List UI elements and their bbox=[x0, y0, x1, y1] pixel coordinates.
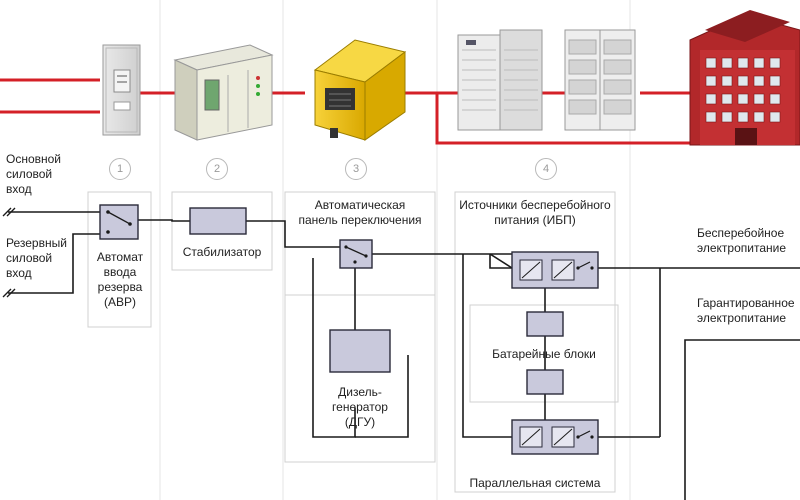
step-number-4: 4 bbox=[535, 158, 557, 180]
transfer-switch-module bbox=[339, 239, 373, 269]
wiring bbox=[8, 211, 800, 500]
building-icon bbox=[689, 10, 800, 146]
ups-module-top bbox=[511, 251, 599, 289]
red-power-lines bbox=[0, 78, 800, 145]
avr-switch-module bbox=[99, 204, 139, 240]
cabinet-icon bbox=[102, 44, 141, 136]
generator-icon bbox=[313, 39, 407, 141]
step-number-3: 3 bbox=[345, 158, 367, 180]
input-markers bbox=[2, 207, 16, 298]
parallel-system-label: Параллельная система bbox=[469, 476, 601, 490]
block-outlines bbox=[87, 191, 619, 493]
battery-rack-icon bbox=[564, 29, 636, 131]
stabilizer-label: Стабилизатор bbox=[182, 245, 262, 259]
step-number-1: 1 bbox=[109, 158, 131, 180]
ups-module-bottom bbox=[511, 419, 599, 455]
stabilizer-module bbox=[189, 207, 247, 235]
battery-module-top bbox=[526, 311, 564, 337]
battery-module-bottom bbox=[526, 369, 564, 395]
batteries-label: Батарейные блоки bbox=[492, 347, 596, 361]
step-number-2: 2 bbox=[206, 158, 228, 180]
diesel-generator-module bbox=[329, 329, 391, 373]
diesel-generator-label: Дизель-генератор(ДГУ) bbox=[332, 385, 388, 429]
ups-rack-icon bbox=[457, 29, 543, 131]
stabilizer-cabinet-icon bbox=[173, 44, 274, 141]
